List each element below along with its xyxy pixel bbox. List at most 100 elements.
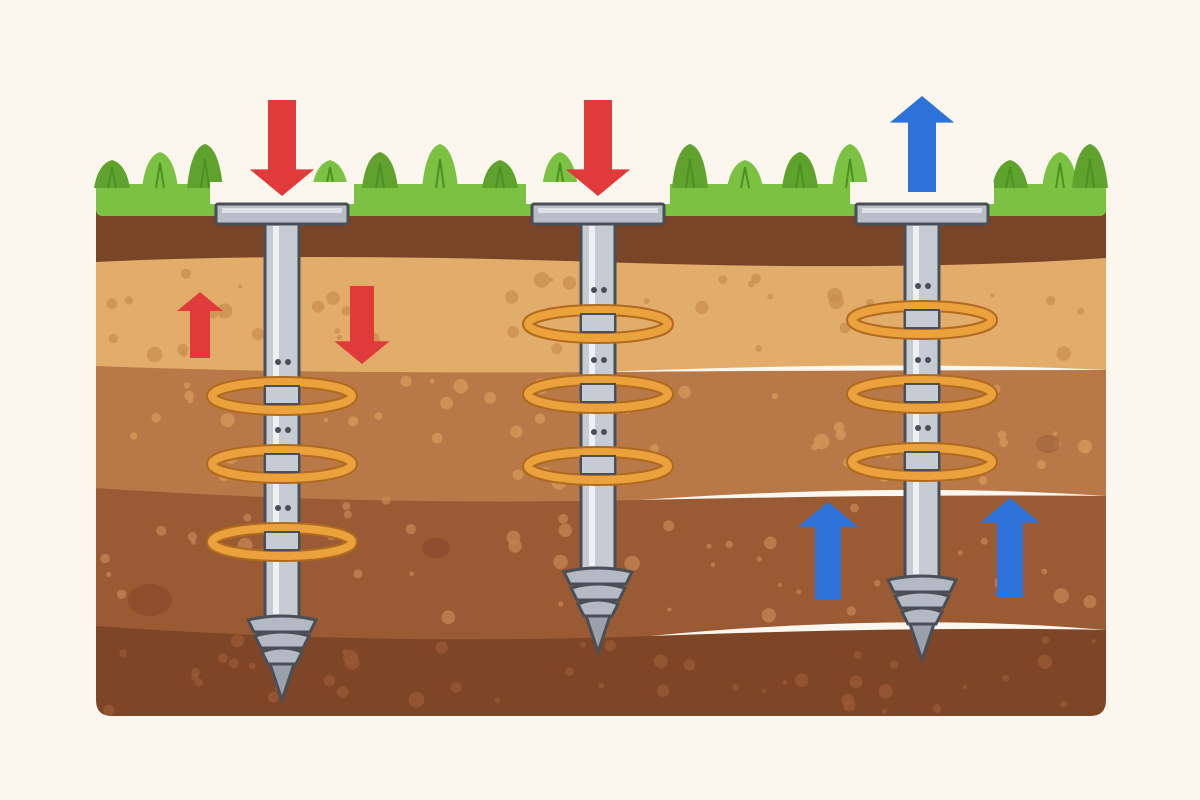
piles-group: [206, 202, 998, 705]
soil-speckle: [562, 276, 577, 290]
pile-bolt: [275, 505, 281, 511]
grass-blade: [1085, 158, 1095, 189]
soil-speckle: [180, 268, 192, 279]
pile-bolt: [275, 427, 281, 433]
soil-speckle: [1037, 654, 1053, 670]
soil-speckle: [243, 513, 252, 522]
soil-speckle: [850, 503, 859, 513]
soil-speckle: [794, 673, 809, 688]
pile-bolt: [925, 425, 931, 431]
pile-shaft-highlight: [273, 226, 279, 614]
load-arrows-group: [177, 96, 1040, 600]
soil-speckle: [667, 607, 672, 612]
soil-speckle: [718, 275, 728, 284]
soil-speckle: [408, 691, 425, 708]
pile-cap: [854, 202, 990, 226]
soil-resistance-down-arrow: [334, 286, 390, 364]
soil-rock: [422, 538, 450, 558]
soil-speckle: [440, 396, 453, 410]
grass-blade: [325, 166, 335, 189]
screw-thread: [575, 598, 621, 618]
soil-speckle: [184, 382, 191, 389]
pile-shaft-segment: [264, 453, 300, 473]
soil-speckle: [835, 429, 846, 441]
soil-speckle: [889, 660, 899, 669]
soil-speckle: [431, 432, 443, 444]
soil-speckle: [580, 642, 586, 648]
pile-bolt: [285, 359, 291, 365]
soil-rock: [128, 584, 172, 616]
soil-speckle: [441, 610, 456, 625]
soil-speckle: [782, 680, 788, 686]
soil-speckle: [1053, 588, 1069, 604]
pile-shaft-segment: [264, 531, 300, 551]
soil-speckle: [1052, 431, 1058, 436]
soil-speckle: [548, 277, 554, 283]
soil-speckle: [598, 682, 605, 689]
soil-speckle: [796, 589, 802, 595]
grass-blade: [435, 158, 445, 189]
screw-thread: [561, 566, 635, 586]
soil-speckle: [218, 653, 228, 664]
helix-plate: [848, 302, 996, 338]
soil-speckle: [763, 536, 777, 550]
pile-bolt: [591, 429, 597, 435]
grass-blade: [685, 158, 695, 189]
soil-speckle: [756, 556, 762, 562]
screw-thread: [259, 646, 305, 666]
soil-speckle: [1041, 568, 1048, 575]
soil-speckle: [732, 684, 739, 691]
pile-shaft-segment: [904, 309, 940, 329]
soil-speckle: [326, 291, 340, 305]
pile-bolt: [915, 425, 921, 431]
screw-thread: [885, 574, 959, 594]
screw-thread: [252, 630, 312, 650]
soil-speckle: [558, 513, 568, 524]
soil-speckle: [1083, 595, 1097, 609]
soil-speckle: [484, 392, 496, 404]
pile-shaft-segment: [904, 451, 940, 471]
soil-speckle: [336, 686, 349, 698]
soil-speckle: [100, 553, 110, 564]
grass-bush: [94, 160, 130, 188]
soil-speckle: [435, 641, 448, 654]
screw-tip: [583, 614, 613, 657]
soil-speckle: [216, 303, 233, 319]
grass-bush: [727, 160, 763, 188]
soil-speckle: [248, 662, 256, 670]
soil-speckle: [777, 582, 782, 588]
soil-speckle: [400, 375, 412, 387]
helix-plate: [848, 376, 996, 412]
helix-plate: [524, 448, 672, 484]
soil-speckle: [508, 539, 522, 553]
soil-speckle: [695, 300, 709, 314]
soil-resistance-up-arrow: [980, 498, 1040, 598]
pile-bolt: [915, 283, 921, 289]
pile-bolt: [601, 357, 607, 363]
soil-speckle: [1082, 446, 1089, 453]
soil-speckle: [342, 502, 351, 511]
compression-load-arrow: [249, 100, 315, 196]
screw-thread: [892, 590, 952, 610]
soil-speckle: [1077, 307, 1085, 315]
soil-speckle: [656, 684, 670, 697]
soil-speckle: [180, 350, 188, 357]
pile-cap-highlight: [538, 208, 658, 213]
soil-speckle: [510, 425, 523, 438]
soil-speckle: [505, 290, 519, 304]
soil-speckle: [762, 688, 767, 693]
soil-speckle: [978, 476, 988, 485]
soil-speckle: [341, 306, 352, 316]
helix-plate: [524, 306, 672, 342]
grass-bush: [542, 152, 578, 188]
soil-speckle: [194, 678, 203, 687]
soil-speckle: [336, 334, 343, 341]
soil-speckle: [130, 432, 138, 440]
soil-speckle: [103, 704, 115, 716]
soil-speckle: [553, 554, 568, 570]
tension-load-arrow: [889, 96, 955, 192]
soil-speckle: [106, 571, 112, 578]
soil-speckle: [453, 379, 469, 394]
soil-speckle: [558, 601, 564, 607]
